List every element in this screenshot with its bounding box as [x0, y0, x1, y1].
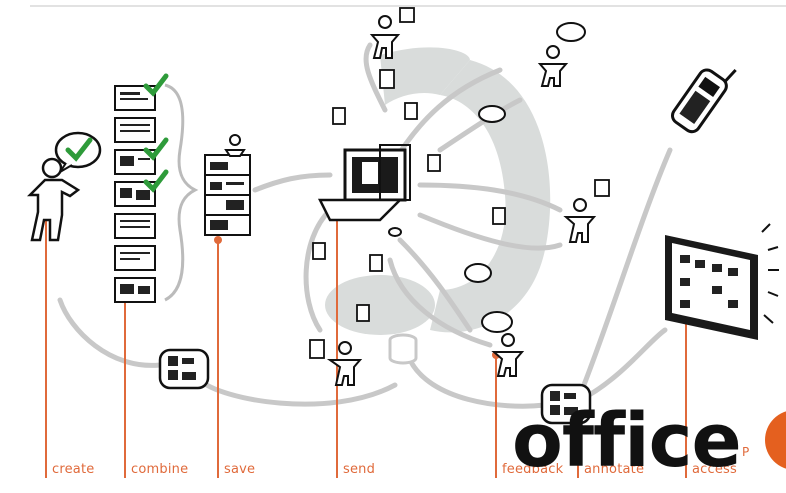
- mobile-phone-icon: [671, 68, 737, 134]
- office-overlay-word: office: [512, 398, 742, 484]
- arrow-down-left: [303, 207, 333, 333]
- person-icon-feedback: [491, 333, 525, 377]
- corner-badge-text: P: [742, 445, 750, 459]
- arrow-back-to-create: [57, 297, 163, 368]
- arrow-save-to-send: [252, 172, 333, 193]
- checkmark-icon: [65, 137, 93, 162]
- central-ring: [430, 60, 551, 333]
- stage-label-access: access: [692, 462, 738, 477]
- arrow-from-right-person: [417, 212, 563, 251]
- arrow-to-screen: [577, 327, 668, 403]
- arrow-down-right: [387, 257, 493, 348]
- checkmark-icon: [143, 169, 169, 193]
- database-icon: [388, 333, 418, 365]
- combine-brace: [164, 83, 199, 302]
- ring-bottom-blob: [325, 275, 435, 335]
- stage-label-create: create: [52, 462, 95, 477]
- speech-bubble-icon: [464, 22, 586, 333]
- person-icon-right: [563, 198, 597, 243]
- combine-doc-details: [120, 92, 150, 294]
- arrow-to-phone: [577, 147, 673, 398]
- document-icon: [309, 7, 703, 359]
- combine-checkmarks: [143, 73, 169, 193]
- stage-label-save: save: [224, 462, 256, 477]
- person-icon-top: [369, 15, 401, 59]
- stage-label-combine: combine: [131, 462, 189, 477]
- person-icon-bottom: [326, 341, 363, 386]
- stage-label-feedback: feedback: [502, 462, 564, 477]
- arrow-diagonal: [397, 237, 473, 333]
- display-screen-icon: [665, 223, 779, 340]
- stage-label-send: send: [343, 462, 376, 477]
- flow-arrows: [57, 42, 673, 409]
- annotated-document-right: [540, 383, 592, 425]
- arrow-to-bottom-doc: [407, 357, 548, 409]
- annotated-document-left: [158, 348, 210, 390]
- arrow-bottom-loop: [197, 377, 398, 407]
- person-icon-top-right: [537, 45, 569, 87]
- person-icon: [26, 157, 81, 242]
- arrow-to-top-right: [392, 67, 503, 163]
- arrow-to-top: [363, 42, 388, 113]
- central-ring-left: [380, 47, 470, 105]
- corner-badge: [765, 410, 786, 470]
- stage-lines: [45, 210, 687, 478]
- speech-bubble-icon: [54, 131, 102, 173]
- save-stack-details: [210, 162, 244, 230]
- computer-icon: [317, 144, 411, 237]
- stage-label-annotate: annotate: [584, 462, 645, 477]
- checkmark-icon: [143, 137, 169, 161]
- checkmark-icon: [143, 73, 169, 97]
- arrow-to-right-person: [417, 182, 563, 213]
